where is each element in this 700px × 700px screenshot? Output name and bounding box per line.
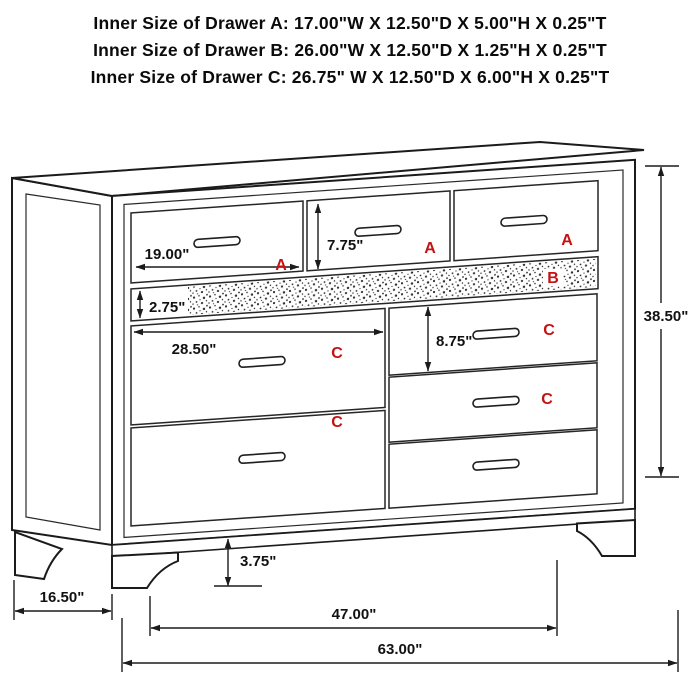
spec-line-drawer-a: Inner Size of Drawer A: 17.00"W X 12.50"… [93, 13, 607, 33]
dim-label-overall-width: 63.00" [378, 641, 423, 658]
dim-drawer-c-width: 28.50" [133, 328, 384, 358]
dim-overall-height: 38.50" [640, 165, 692, 478]
dim-label-overall-height: 38.50" [644, 308, 689, 325]
dim-drawer-b-height: 2.75" [136, 290, 185, 319]
dresser-body [11, 140, 645, 589]
dim-overall-width: 63.00" [121, 610, 679, 672]
drawer-letter-b: B [547, 270, 559, 287]
spec-line-drawer-b: Inner Size of Drawer B: 26.00"W X 12.50"… [93, 40, 607, 60]
foot-front-right [576, 518, 636, 557]
drawer-handle [500, 214, 548, 227]
drawer-letter-a3: A [561, 232, 573, 249]
drawer-letter-c-right-middle: C [541, 391, 553, 408]
dim-label-mask [640, 303, 692, 329]
dimension-annotations: 19.00" 7.75" 2.75" 28.50" 8.75" 38.50" [13, 165, 692, 672]
foot-front-left [111, 551, 179, 589]
drawer-handle [238, 451, 286, 465]
drawer-letter-c-left-top: C [331, 345, 343, 362]
drawer-handle [354, 224, 402, 238]
dim-drawer-a-width: 19.00" [135, 246, 300, 271]
drawer-letter-c-right-top: C [543, 322, 555, 339]
jewelry-drawer-b-speckle [188, 258, 596, 316]
dim-side-depth: 16.50" [13, 580, 113, 620]
front-face-inner-frame [123, 169, 624, 539]
drawer-letter-a1: A [275, 257, 287, 274]
dim-label-drawer-b-height: 2.75" [149, 299, 185, 316]
dim-feet-span: 47.00" [149, 560, 558, 636]
dim-label-side-depth: 16.50" [40, 589, 85, 606]
drawer-letter-b-mask [543, 269, 563, 286]
drawer-handle [193, 235, 241, 249]
dim-label-drawer-a-width: 19.00" [145, 246, 190, 263]
spec-line-drawer-c: Inner Size of Drawer C: 26.75" W X 12.50… [90, 67, 610, 87]
foot-back-left [14, 530, 64, 581]
dim-label-feet-span: 47.00" [332, 606, 377, 623]
dim-label-drawer-c-height: 8.75" [436, 333, 472, 350]
drawer-handle [472, 458, 520, 471]
drawer-letter-c-left-bottom: C [331, 414, 343, 431]
dresser-front-face [111, 158, 636, 547]
drawer-letter-a2: A [424, 240, 436, 257]
dim-base-height: 3.75" [214, 538, 276, 587]
side-panel-inner-frame [25, 193, 101, 531]
dim-label-drawer-c-width: 28.50" [172, 341, 217, 358]
drawer-handle [238, 355, 286, 369]
dresser-side-panel [11, 176, 113, 547]
dim-drawer-c-height: 8.75" [424, 306, 472, 372]
dim-label-drawer-a-height: 7.75" [327, 237, 363, 254]
dim-drawer-a-height: 7.75" [314, 203, 363, 270]
drawer-letter-labels: A A A B C C C C [275, 232, 573, 431]
dim-label-base-height: 3.75" [240, 553, 276, 570]
spec-header: Inner Size of Drawer A: 17.00"W X 12.50"… [0, 10, 700, 91]
dresser-top [11, 140, 645, 198]
drawer-handle [472, 327, 520, 340]
drawer-c-left-bottom [130, 409, 386, 527]
drawer-handle [472, 395, 520, 408]
